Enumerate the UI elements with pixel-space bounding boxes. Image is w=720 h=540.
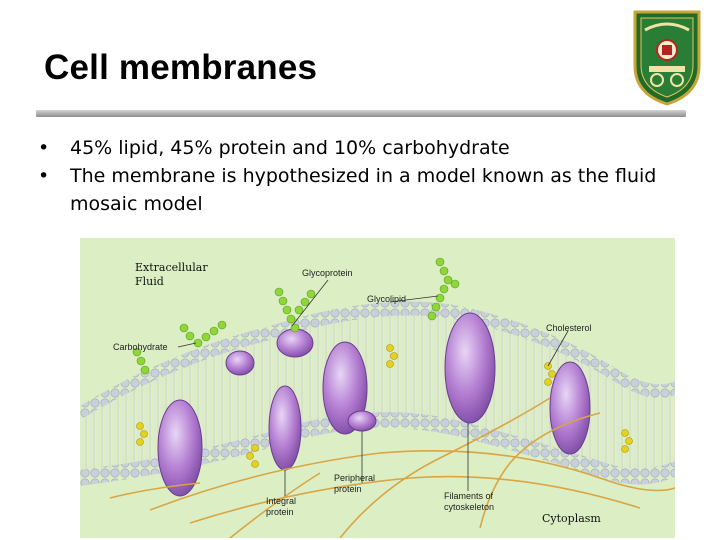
extracellular-label-line2: Fluid [135, 275, 164, 288]
title-divider [36, 110, 686, 117]
extracellular-label: Extracellular [135, 261, 208, 274]
bullet-text: 45% lipid, 45% protein and 10% carbohydr… [70, 137, 510, 159]
peripheral-protein-label: Peripheral [334, 473, 375, 483]
integral-proteins [157, 312, 591, 497]
bullet-marker: • [38, 165, 50, 187]
integral-protein-label: Integral [266, 496, 296, 506]
carbohydrate-chains [132, 257, 460, 375]
lipid-bilayer [80, 301, 675, 486]
cytoplasm-label: Cytoplasm [542, 512, 601, 525]
glycolipid-label: Glycolipid [367, 294, 406, 304]
university-crest-icon [631, 8, 703, 106]
peripheral-protein-label-line2: protein [334, 484, 362, 494]
fluid-mosaic-diagram: Extracellular Fluid Glycoprotein Glycoli… [80, 238, 675, 538]
integral-protein-label-line2: protein [266, 507, 294, 517]
carbohydrate-label: Carbohydrate [113, 342, 168, 352]
cytoskeleton-filaments [109, 397, 675, 538]
leader-lines [177, 279, 569, 496]
filaments-label-line2: cytoskeleton [444, 502, 494, 512]
bullet-list: • 45% lipid, 45% protein and 10% carbohyd… [30, 134, 700, 218]
cholesterol-label: Cholesterol [546, 323, 592, 333]
bullet-item: • The membrane is hypothesized in a model… [30, 162, 700, 218]
peripheral-protein [347, 410, 377, 432]
slide-title: Cell membranes [44, 48, 318, 87]
bullet-text: The membrane is hypothesized in a model … [70, 165, 657, 215]
bullet-item: • 45% lipid, 45% protein and 10% carbohyd… [30, 134, 700, 162]
filaments-label: Filaments of [444, 491, 494, 501]
glycoprotein-label: Glycoprotein [302, 268, 353, 278]
bullet-marker: • [38, 137, 50, 159]
